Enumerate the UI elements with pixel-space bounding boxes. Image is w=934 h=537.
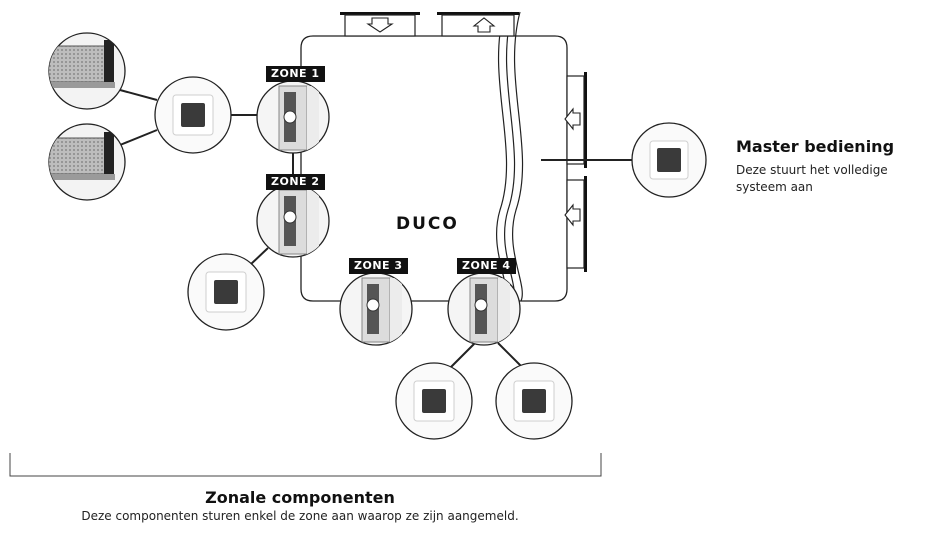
zone-2-label: ZONE 2 [266, 174, 325, 190]
zone-1-label: ZONE 1 [266, 66, 325, 82]
zonal-bracket [9, 453, 602, 477]
master-control-panel [631, 122, 707, 198]
zone-valve-2 [256, 184, 330, 258]
unit-body [300, 35, 568, 302]
top-duct-right [437, 12, 519, 37]
control-panel-zone-1 [154, 76, 232, 154]
zone-valve-1 [256, 80, 330, 154]
arrow-down-icon [366, 17, 394, 33]
control-panel-zone-4b [495, 362, 573, 440]
zone-3-label: ZONE 3 [349, 258, 408, 274]
duco-logo: DUCO [396, 214, 459, 234]
grille-circle-1 [48, 32, 126, 110]
master-description-line-2: systeem aan [736, 180, 813, 194]
zonal-title: Zonale componenten [205, 488, 395, 507]
right-duct-bottom [564, 176, 587, 272]
arrow-left-icon [564, 107, 581, 131]
control-panel-zone-4a [395, 362, 473, 440]
unit-cut-lines [496, 11, 524, 302]
master-title: Master bediening [736, 137, 895, 156]
right-duct-top [564, 72, 587, 168]
grille-circle-2 [48, 123, 126, 201]
zone-4-label: ZONE 4 [457, 258, 516, 274]
top-duct-left [340, 12, 420, 37]
control-panel-zone-2 [187, 253, 265, 331]
zone-valve-4 [447, 272, 521, 346]
master-description-line-1: Deze stuurt het volledige [736, 163, 888, 177]
zone-valve-3 [339, 272, 413, 346]
arrow-up-icon [472, 17, 496, 33]
zonal-description: Deze componenten sturen enkel de zone aa… [81, 509, 519, 523]
connection-lines [119, 89, 634, 369]
arrow-left-icon [564, 203, 581, 227]
